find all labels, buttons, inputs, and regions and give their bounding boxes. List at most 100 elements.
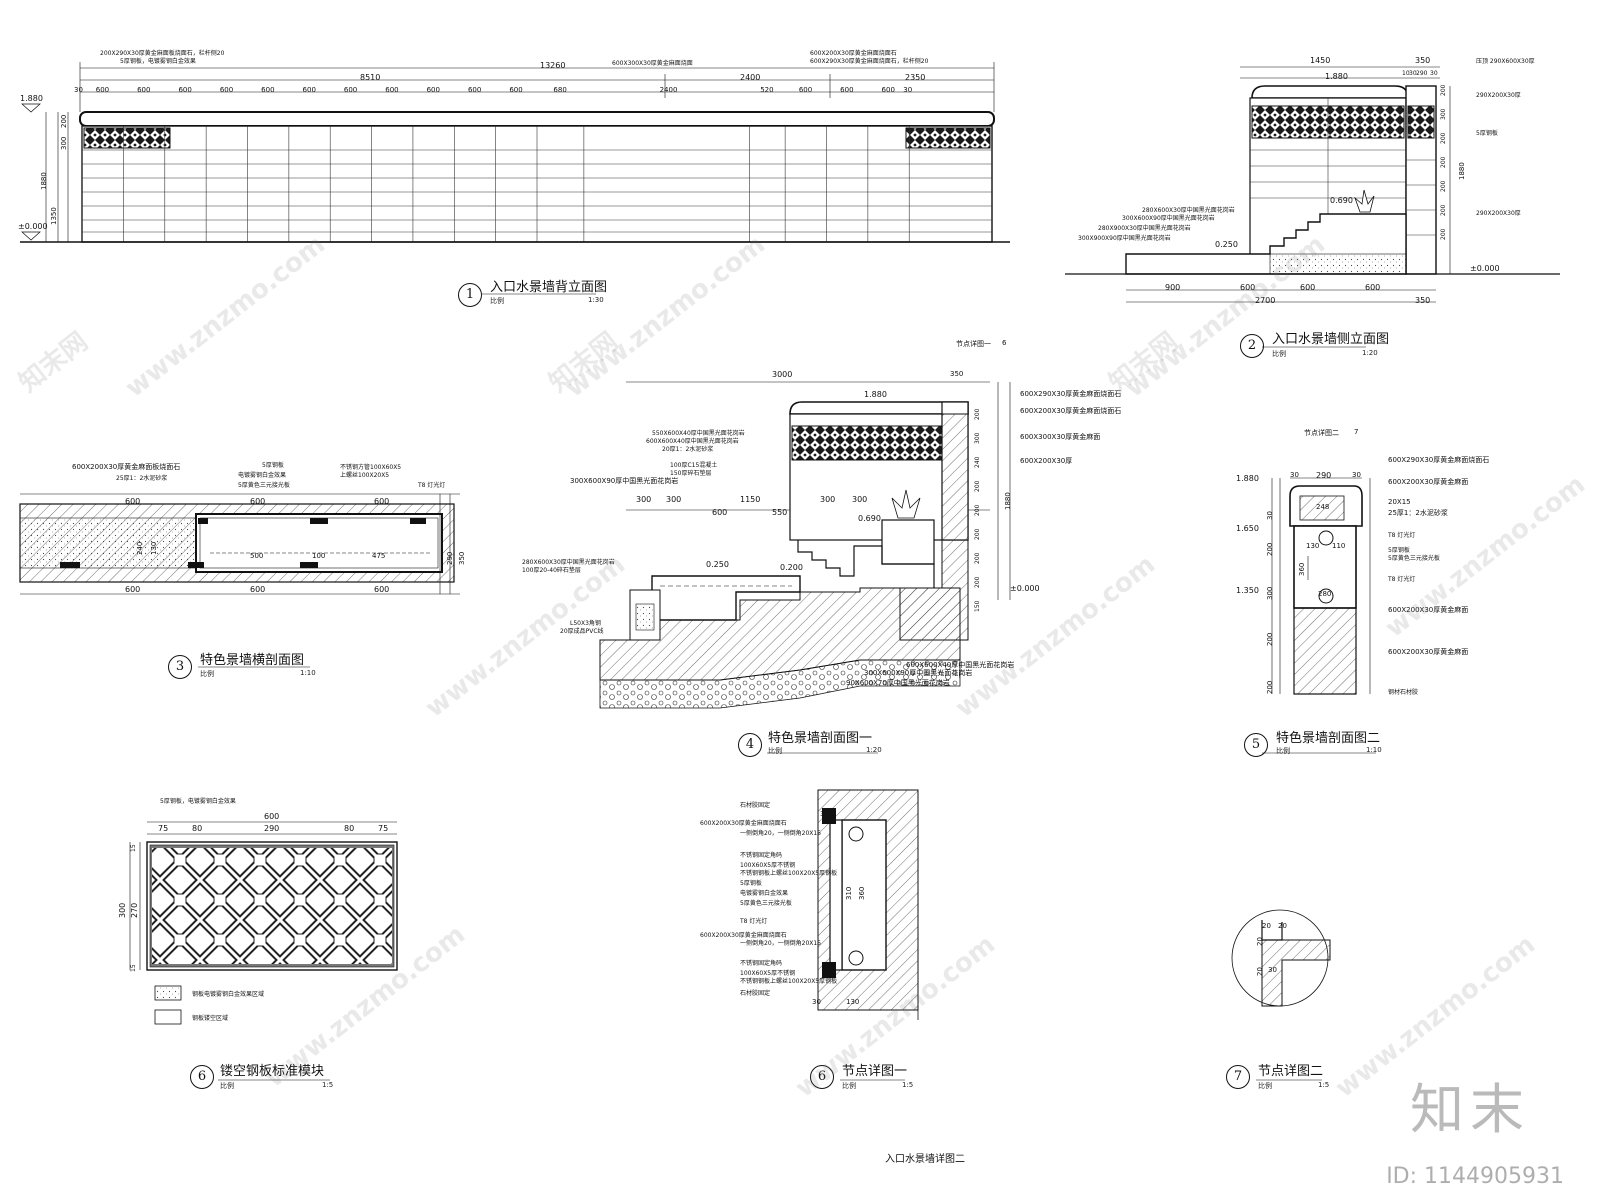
scale-value: 1:5	[322, 1081, 334, 1089]
annotation: 不锈钢方管100X60X5	[340, 464, 402, 471]
dimension-text: 2400	[659, 86, 678, 94]
dimension-text: 600	[374, 585, 390, 594]
dimension-text: 600	[302, 86, 316, 94]
dimension-text: 600	[250, 585, 266, 594]
dimension-text: 200	[60, 114, 68, 128]
annotation: 电镀雾钢白金效果	[740, 890, 789, 897]
dimension-text: 290	[1416, 70, 1428, 77]
level-mark: 0.250	[706, 560, 729, 569]
level-mark: 1.880	[1236, 474, 1259, 483]
annotation: 90X600X70厚中国黑光面花岗岩	[846, 679, 950, 687]
dimension-text: 75	[378, 824, 389, 833]
drawing-title: 节点详图一	[842, 1064, 908, 1079]
annotation: 600X300X30厚黄金麻面	[1020, 433, 1101, 441]
dimension-text: 360	[858, 886, 866, 900]
annotation: 300X600X90厚中国黑光面花岗岩	[1122, 215, 1215, 222]
drawing-title: 特色景墙剖面图二	[1276, 731, 1381, 746]
dimension-text: 300	[974, 432, 981, 444]
section-3-cross	[19, 493, 460, 595]
dimension-text: 270	[130, 902, 139, 918]
drawing-number: 5	[1244, 733, 1268, 757]
drawing-title: 镂空钢板标准模块	[220, 1064, 325, 1079]
dimension-text: 600	[125, 585, 141, 594]
scale-value: 1:10	[1366, 746, 1382, 754]
dimension-text: 80	[344, 824, 355, 833]
dimension-text: 240	[974, 456, 981, 468]
dimension-text: 30	[1268, 966, 1277, 974]
dimension-text: 600	[125, 497, 141, 506]
annotation: 280X600X30厚中国黑光面花岗岩	[522, 559, 615, 566]
annotation: 5厚钢板，电镀雾钢白金效果	[160, 798, 236, 805]
dimension-text: 240	[136, 541, 144, 555]
dimension-text: 600	[881, 86, 895, 94]
annotation: 600X200X30厚黄金麻面烧面石	[810, 50, 897, 57]
dimension-text: 600	[467, 86, 482, 94]
dimension-text: 200	[974, 504, 981, 516]
scale-label: 比例	[1258, 1082, 1272, 1090]
drawing-title: 特色景墙横剖面图	[200, 653, 305, 668]
legend-label: 钢板电镀雾钢白金效果区域	[192, 991, 265, 998]
annotation: 5厚钢板	[262, 462, 284, 469]
dimension-text: 500	[250, 552, 264, 560]
scale-value: 1:20	[1362, 349, 1378, 357]
dimension-text: 200	[974, 552, 981, 564]
dimension-text: 600	[1240, 283, 1256, 292]
annotation: 600X200X30厚黄金麻面烧面石	[700, 932, 787, 939]
dimension-text: 200	[1440, 132, 1447, 144]
scale-label: 比例	[490, 297, 504, 305]
scale-label: 比例	[842, 1082, 856, 1090]
dimension-text: 130	[150, 541, 158, 555]
annotation: 600X300X30厚黄金麻面烧面	[612, 60, 693, 67]
level-mark: 1.650	[1236, 524, 1259, 533]
annotation: T8 灯光灯	[1388, 576, 1416, 583]
section-4-one	[599, 381, 1011, 709]
dimension-text: 1880	[1004, 492, 1012, 510]
dimension-text: 475	[372, 552, 386, 560]
drawing-number: 6	[190, 1065, 214, 1089]
dimension-text: 350	[1415, 296, 1431, 305]
dimension-text: 200	[974, 576, 981, 588]
detail-callout: 节点详图一	[956, 340, 991, 348]
scale-label: 比例	[220, 1082, 234, 1090]
annotation: 280X900X30厚中国黑光面花岗岩	[1098, 225, 1191, 232]
dimension-text: 200	[1440, 84, 1447, 96]
dimension-text: 15	[130, 844, 137, 852]
dimension-text: 200	[974, 408, 981, 420]
dimension-text: 600	[137, 86, 151, 94]
level-mark: 0.690	[858, 514, 881, 523]
dimension-text: 600	[1365, 283, 1381, 292]
dimension-text: 600	[343, 86, 358, 94]
dimension-text: 20	[1256, 937, 1264, 946]
level-mark: ±0.000	[18, 222, 48, 231]
scale-value: 1:20	[866, 746, 882, 754]
dimension-text: 75	[158, 824, 169, 833]
node-6-detail-one	[817, 789, 919, 1020]
annotation: 压顶 290X600X30厚	[1476, 58, 1535, 65]
dimension-text: 1880	[1458, 162, 1466, 180]
annotation: 石材胶固定	[740, 990, 771, 997]
dimension-text: 30	[1430, 70, 1438, 77]
annotation: 600X290X30厚黄金麻面烧面石，栏杆侧20	[810, 58, 929, 65]
annotation: 不锈钢固定角码	[740, 852, 783, 859]
sheet-title: 入口水景墙详图二	[885, 1154, 965, 1165]
dimension-text: 360	[1298, 562, 1306, 576]
dimension-text: 300	[820, 495, 836, 504]
dimension-text: 300	[1266, 586, 1274, 600]
dimension-text: 300	[666, 495, 682, 504]
dimension-text: 600	[385, 86, 399, 94]
dimension-text: 30	[1266, 511, 1274, 520]
annotation: 600X200X30厚黄金麻面烧面石	[1020, 407, 1122, 415]
drawing-title: 节点详图二	[1258, 1064, 1324, 1079]
dimension-text: 2700	[1255, 296, 1276, 305]
annotation: 不锈钢固定角码	[740, 960, 783, 967]
elevation-1-back	[20, 62, 1010, 243]
dimension-text: 30	[1409, 70, 1417, 77]
dimension-text: 100	[312, 552, 326, 560]
dimension-text: 600	[95, 86, 110, 94]
annotation: 300X600X90厚中国黑光面花岗岩	[570, 477, 679, 485]
dimension-text: 200	[1266, 632, 1274, 646]
dimension-text: 248	[1316, 503, 1330, 511]
level-mark: ±0.000	[1470, 264, 1500, 273]
node-7-detail-two	[1231, 909, 1331, 1007]
annotation: 一侧倒角20，一侧倒角20X15	[740, 830, 822, 837]
